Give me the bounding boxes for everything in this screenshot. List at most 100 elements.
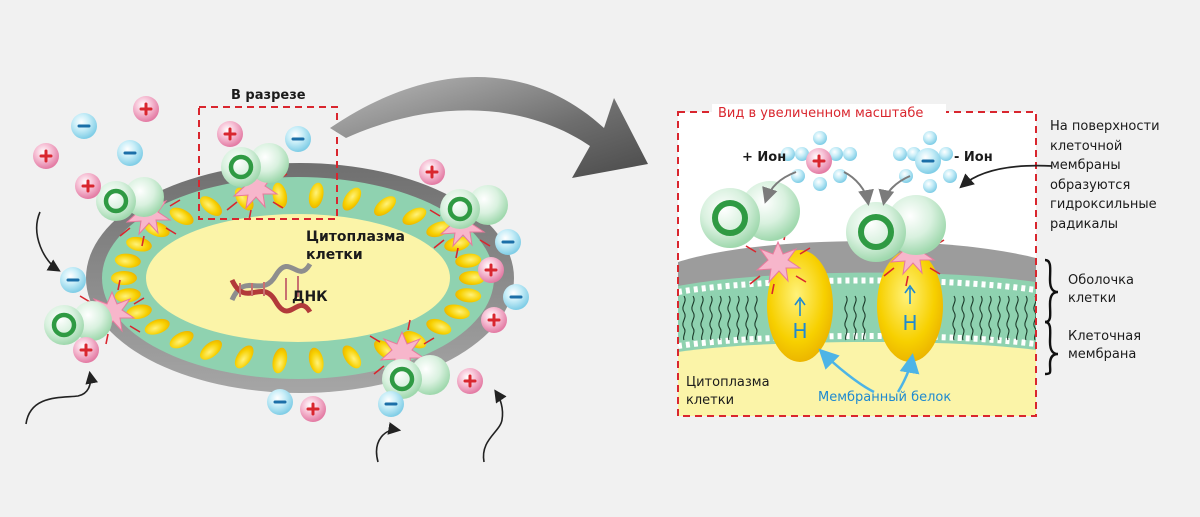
negative-ion-icon bbox=[283, 124, 313, 154]
cytoplasm-right-line1: Цитоплазма bbox=[686, 375, 770, 390]
cross-section-label: В разрезе bbox=[231, 88, 306, 103]
positive-ion-icon bbox=[455, 366, 485, 396]
magnified-view-title: Вид в увеличенном масштабе bbox=[718, 106, 924, 121]
ion-arrows bbox=[762, 171, 911, 206]
lipid-tail bbox=[988, 295, 992, 341]
magnified-view-box bbox=[677, 111, 1037, 417]
membrane-bead bbox=[374, 196, 396, 216]
surface-note-line: гидроксильные bbox=[1050, 197, 1157, 212]
membrane-bead bbox=[169, 207, 194, 225]
cytoplasm-right-line2: клетки bbox=[686, 393, 735, 408]
cell-membrane-line1: Клеточная bbox=[1068, 329, 1142, 344]
negative-ion-icon bbox=[493, 227, 523, 257]
positive-ion-icon bbox=[479, 305, 509, 335]
lipid-tail bbox=[853, 295, 857, 341]
lipid-tail bbox=[682, 295, 686, 341]
h-label-1: H bbox=[792, 319, 807, 343]
lipid-tail bbox=[952, 295, 956, 341]
surface-note-line: радикалы bbox=[1050, 216, 1119, 232]
membrane-bead bbox=[272, 347, 288, 374]
membrane-bead bbox=[342, 345, 362, 369]
positive-ion-label: + Ион bbox=[742, 150, 787, 165]
positive-ion-icon bbox=[215, 119, 245, 149]
lipid-tail bbox=[970, 295, 974, 341]
negative-ion-label: - Ион bbox=[954, 150, 993, 165]
membrane-bead bbox=[234, 345, 254, 369]
surface-note: На поверхности клеточной мембраны образу… bbox=[1050, 117, 1160, 234]
membrane-bead bbox=[114, 288, 141, 303]
negative-ion-icon bbox=[58, 265, 88, 295]
membrane-bead bbox=[272, 182, 288, 209]
membrane-protein-beads bbox=[111, 182, 485, 374]
negative-ion-icon bbox=[913, 146, 943, 176]
cross-section-box bbox=[198, 106, 338, 220]
positive-ion-icon bbox=[73, 171, 103, 201]
membrane-bead bbox=[126, 304, 152, 320]
negative-ion-icon bbox=[115, 138, 145, 168]
cell-membrane-label: Клеточная мембрана bbox=[1068, 328, 1141, 364]
lipid-tail bbox=[691, 295, 695, 341]
cell-envelope-line2: клетки bbox=[1068, 291, 1117, 306]
cytoplasm-right-label: Цитоплазма клетки bbox=[686, 374, 770, 410]
cell-envelope-line1: Оболочка bbox=[1068, 273, 1134, 288]
lipid-tail bbox=[727, 295, 731, 341]
h-label-2: H bbox=[902, 311, 917, 335]
magnified-view-title-bg bbox=[712, 104, 946, 126]
membrane-bead bbox=[342, 187, 362, 211]
membrane-bead bbox=[200, 196, 222, 216]
lipid-tail bbox=[736, 295, 740, 341]
note-arrow-icon bbox=[959, 164, 1053, 189]
membrane-bead bbox=[308, 182, 324, 209]
dna-label: ДНК bbox=[292, 289, 328, 305]
positive-ion-icon bbox=[71, 335, 101, 365]
membrane-bead bbox=[444, 236, 470, 252]
lipid-tail bbox=[997, 295, 1001, 341]
cytoplasm-left-line2: клетки bbox=[306, 247, 363, 263]
curved-arrow-icon bbox=[25, 211, 507, 463]
negative-ion-icon bbox=[265, 387, 295, 417]
positive-ion-icon bbox=[417, 157, 447, 187]
membrane-bead bbox=[444, 304, 470, 320]
membrane-bead bbox=[169, 331, 194, 349]
lipid-tail bbox=[700, 295, 704, 341]
membrane-bead bbox=[111, 271, 137, 285]
zoom-panel-content bbox=[678, 112, 1036, 416]
layer-braces bbox=[1044, 258, 1059, 376]
protein-label-arrows bbox=[818, 348, 920, 394]
lipid-tail bbox=[754, 295, 758, 341]
negative-ion-icon bbox=[376, 389, 406, 419]
surface-note-line: клеточной bbox=[1050, 138, 1123, 154]
surface-note-line: мембраны bbox=[1050, 158, 1121, 173]
cytoplasm-left-label: Цитоплазма клетки bbox=[306, 228, 405, 264]
lipid-tail bbox=[844, 295, 848, 341]
membrane-bead bbox=[402, 207, 427, 225]
membrane-bead bbox=[114, 253, 141, 268]
dna-helix-icon bbox=[229, 262, 313, 314]
positive-ion-icon bbox=[804, 146, 834, 176]
zoom-arrow-icon bbox=[330, 77, 648, 178]
lipid-tail bbox=[745, 295, 749, 341]
membrane-bead bbox=[144, 318, 170, 335]
membrane-bead bbox=[200, 340, 222, 360]
positive-ion-icon bbox=[31, 141, 61, 171]
membrane-bead bbox=[308, 347, 324, 374]
positive-ion-icon bbox=[298, 394, 328, 424]
negative-ion-icon bbox=[501, 282, 531, 312]
lipid-tail bbox=[1015, 295, 1019, 341]
membrane-bead bbox=[426, 318, 452, 335]
membrane-bead bbox=[455, 253, 482, 268]
lipid-tail bbox=[862, 295, 866, 341]
positive-ion-icon bbox=[131, 94, 161, 124]
positive-ion-icon bbox=[476, 255, 506, 285]
cell-envelope-label: Оболочка клетки bbox=[1068, 272, 1134, 308]
surface-note-line: На поверхности bbox=[1050, 119, 1160, 134]
membrane-protein-icon bbox=[767, 250, 943, 362]
lipid-tail bbox=[1006, 295, 1010, 341]
membrane-protein-label: Мембранный белок bbox=[818, 390, 952, 405]
negative-ion-icon bbox=[69, 111, 99, 141]
positive-ion-cluster bbox=[781, 131, 857, 191]
membrane-bead bbox=[459, 271, 485, 285]
cytoplasm-left-line1: Цитоплазма bbox=[306, 229, 405, 245]
lipid-tail bbox=[961, 295, 965, 341]
